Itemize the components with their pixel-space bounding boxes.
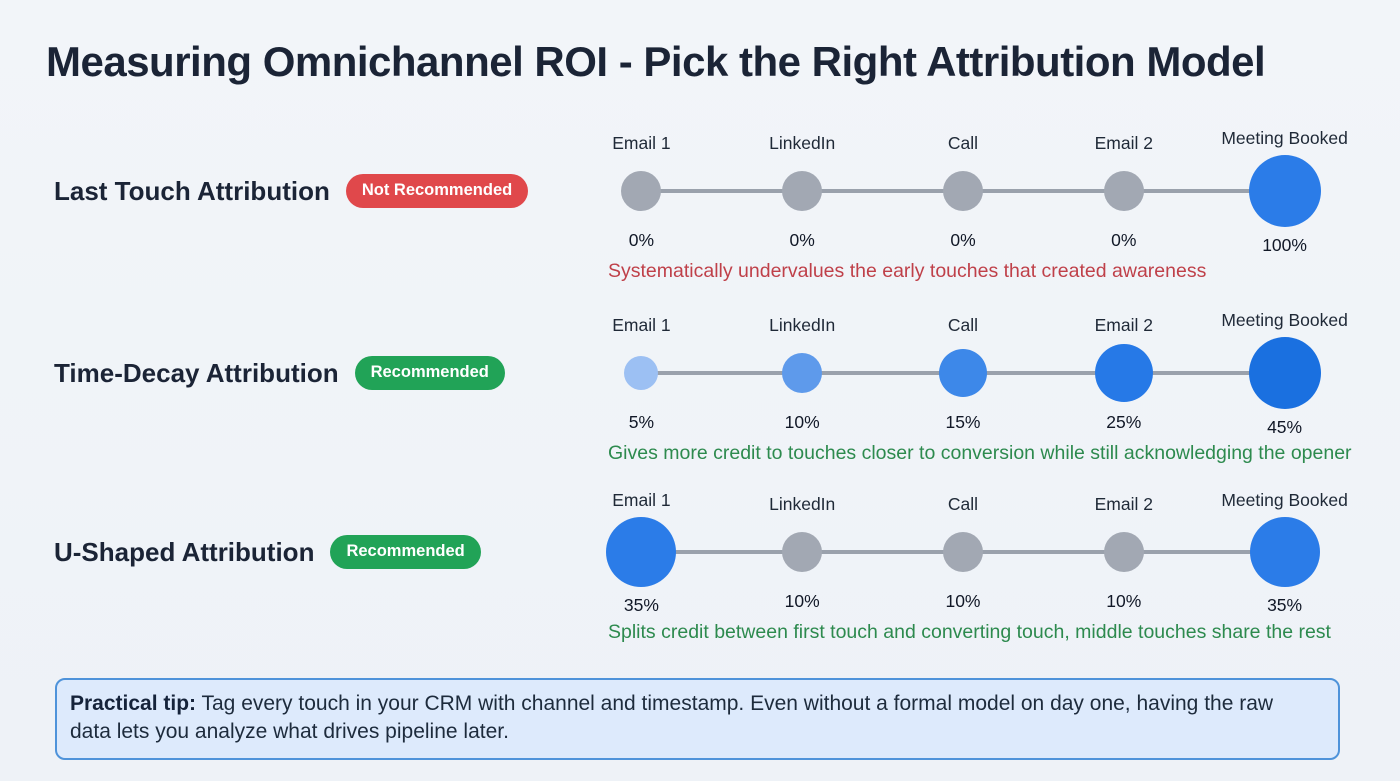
touch-channel-label: Call [947,315,979,335]
model-title: U-Shaped Attribution [54,536,315,567]
touch-column: LinkedIn 10% [722,300,883,446]
touch-channel-label: Email 2 [1094,494,1153,514]
credit-percentage: 0% [950,230,976,250]
touch-channel-label: Email 2 [1094,315,1153,335]
touch-node-circle [606,517,677,587]
credit-percentage: 35% [623,595,659,615]
touch-timeline: Email 1 35% LinkedIn 10% Call 10% Email … [561,479,1365,625]
touch-channel-label: LinkedIn [769,315,836,335]
touch-channel-label: Meeting Booked [1221,128,1348,148]
recommendation-badge: Recommended [354,356,505,390]
touch-column: Call 10% [883,479,1044,625]
touch-node-circle [1094,344,1153,402]
touch-channel-label: Email 2 [1094,133,1153,153]
touch-column: Meeting Booked 45% [1204,300,1365,446]
model-caption: Gives more credit to touches closer to c… [608,442,1352,464]
touch-channel-label: Call [947,133,979,153]
credit-percentage: 0% [1111,230,1137,250]
touch-column: Email 1 5% [561,300,722,446]
model-caption: Splits credit between first touch and co… [608,621,1331,643]
touch-node-circle [1103,532,1144,572]
credit-percentage: 45% [1267,417,1303,437]
page-title: Measuring Omnichannel ROI - Pick the Rig… [46,38,1266,85]
model-header: Last Touch Attribution Not Recommended [54,174,559,208]
touch-column: Meeting Booked 35% [1204,479,1365,625]
attribution-model-row: Time-Decay Attribution Recommended Email… [0,300,1400,476]
touch-node-circle [782,353,823,393]
attribution-model-row: U-Shaped Attribution Recommended Email 1… [0,479,1400,655]
credit-percentage: 0% [789,230,815,250]
touch-node-circle [942,171,983,211]
touch-column: Call 15% [883,300,1044,446]
touch-node-circle [1103,171,1144,211]
touch-column: Email 2 10% [1043,479,1204,625]
credit-percentage: 100% [1262,235,1307,255]
touch-timeline: Email 1 0% LinkedIn 0% Call 0% Email 2 0… [561,118,1365,264]
model-header: Time-Decay Attribution Recommended [54,356,559,390]
model-title: Last Touch Attribution [54,175,330,206]
practical-tip-body: Tag every touch in your CRM with channel… [70,692,1274,743]
touch-column: Email 1 0% [561,118,722,264]
credit-percentage: 10% [1106,591,1142,611]
credit-percentage: 25% [1106,412,1142,432]
touch-timeline: Email 1 5% LinkedIn 10% Call 15% Email 2… [561,300,1365,446]
touch-channel-label: Meeting Booked [1221,490,1348,510]
touch-node-circle [1249,517,1320,587]
touch-node-circle [621,171,662,211]
model-caption: Systematically undervalues the early tou… [608,260,1207,282]
touch-column: Email 1 35% [561,479,722,625]
recommendation-badge: Not Recommended [345,174,529,208]
touch-column: Email 2 0% [1043,118,1204,264]
touch-channel-label: Email 1 [612,490,671,510]
touch-node-circle [1248,337,1321,409]
practical-tip-box: Practical tip: Tag every touch in your C… [55,678,1340,760]
touch-node-circle [782,171,823,211]
credit-percentage: 15% [945,412,981,432]
touch-channel-label: LinkedIn [769,494,836,514]
model-title: Time-Decay Attribution [54,357,339,388]
practical-tip-lead: Practical tip: [70,692,197,715]
attribution-model-row: Last Touch Attribution Not Recommended E… [0,118,1400,294]
touch-channel-label: Email 1 [612,315,671,335]
credit-percentage: 35% [1267,595,1303,615]
touch-column: LinkedIn 10% [722,479,883,625]
touch-column: Call 0% [883,118,1044,264]
credit-percentage: 10% [945,591,981,611]
credit-percentage: 10% [784,412,820,432]
touch-node-circle [1248,155,1321,227]
touch-channel-label: Meeting Booked [1221,310,1348,330]
practical-tip-text: Practical tip: Tag every touch in your C… [70,690,1318,745]
touch-node-circle [782,532,823,572]
touch-node-circle [624,356,659,390]
touch-column: LinkedIn 0% [722,118,883,264]
model-header: U-Shaped Attribution Recommended [54,535,559,569]
touch-channel-label: Call [947,494,979,514]
touch-column: Meeting Booked 100% [1204,118,1365,264]
touch-channel-label: Email 1 [612,133,671,153]
touch-node-circle [938,349,987,397]
credit-percentage: 0% [628,230,655,250]
touch-column: Email 2 25% [1043,300,1204,446]
credit-percentage: 10% [784,591,820,611]
credit-percentage: 5% [628,412,655,432]
touch-channel-label: LinkedIn [769,133,836,153]
touch-node-circle [942,532,983,572]
recommendation-badge: Recommended [330,535,481,569]
